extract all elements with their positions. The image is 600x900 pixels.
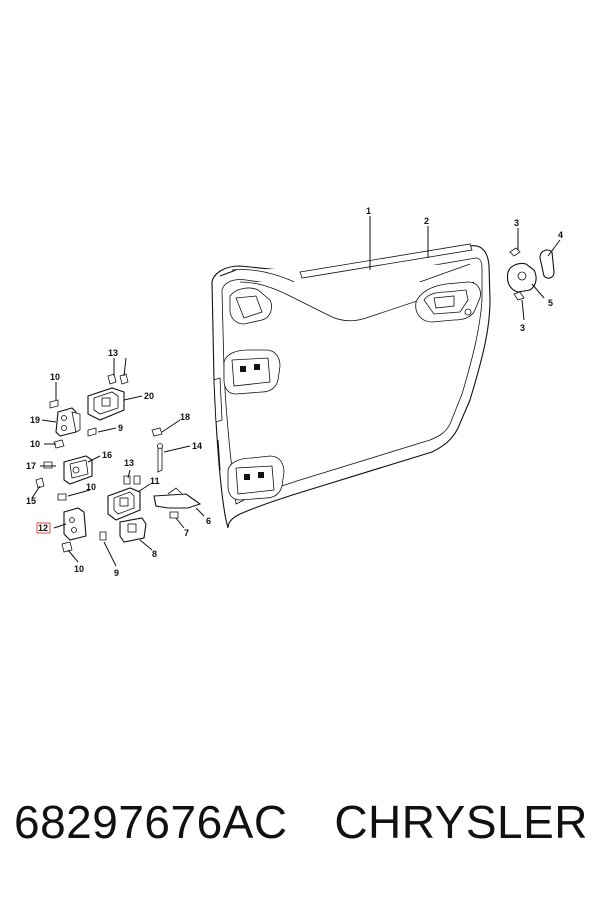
callout-3-bottom[interactable]: 3	[520, 323, 525, 333]
callout-14[interactable]: 14	[192, 441, 202, 451]
callout-9-top[interactable]: 9	[118, 423, 123, 433]
callout-1[interactable]: 1	[366, 206, 371, 216]
callout-9-bottom[interactable]: 9	[114, 568, 119, 578]
callout-12-highlight	[36, 522, 51, 534]
callout-5[interactable]: 5	[548, 298, 553, 308]
callout-10-d[interactable]: 10	[74, 564, 84, 574]
callout-17[interactable]: 17	[26, 461, 36, 471]
callout-13-mid[interactable]: 13	[124, 458, 134, 468]
callout-2[interactable]: 2	[424, 216, 429, 226]
callout-4[interactable]: 4	[558, 230, 563, 240]
callout-7[interactable]: 7	[184, 528, 189, 538]
door-panel	[211, 243, 491, 529]
callout-10-c[interactable]: 10	[86, 482, 96, 492]
callout-11[interactable]: 11	[150, 476, 160, 486]
caption-row: 68297676AC CHRYSLER	[0, 795, 600, 875]
callout-8[interactable]: 8	[152, 549, 157, 559]
callout-18[interactable]: 18	[180, 412, 190, 422]
callout-15[interactable]: 15	[26, 496, 36, 506]
callout-20[interactable]: 20	[144, 391, 154, 401]
callout-19[interactable]: 19	[30, 415, 40, 425]
brand-text: CHRYSLER	[334, 796, 588, 848]
leader-lines	[31, 216, 561, 567]
door-striker-assembly	[506, 247, 555, 301]
callout-labels: 1 2 3 4 5 3 13 10 20 19 18 9 10 14 16 17…	[26, 206, 563, 578]
callout-6[interactable]: 6	[206, 516, 211, 526]
callout-12[interactable]: 12	[38, 523, 48, 533]
part-number-text: 68297676AC	[14, 796, 288, 848]
callout-3-top[interactable]: 3	[514, 218, 519, 228]
callout-13-top[interactable]: 13	[108, 348, 118, 358]
hinge-hardware-cluster	[35, 373, 202, 553]
callout-10-a[interactable]: 10	[50, 372, 60, 382]
callout-10-b[interactable]: 10	[30, 439, 40, 449]
callout-16[interactable]: 16	[102, 450, 112, 460]
